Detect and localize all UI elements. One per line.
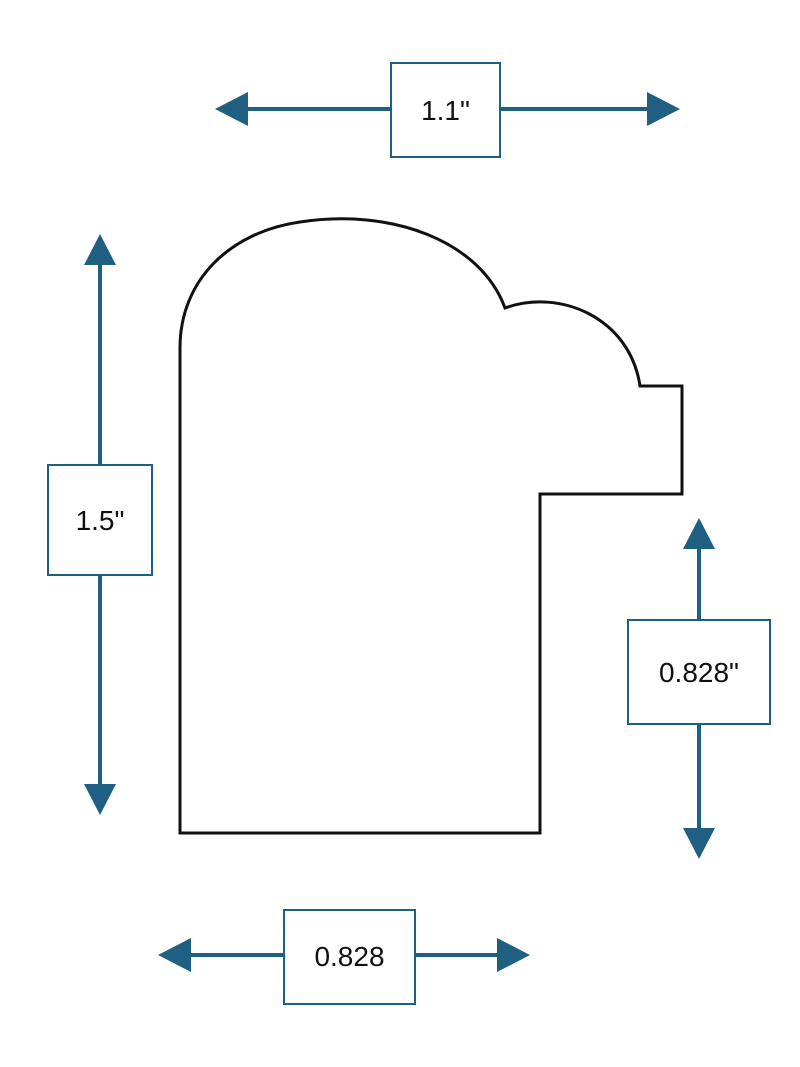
bottom-width-label: 0.828: [314, 941, 384, 972]
right-height-label-box: [627, 619, 771, 725]
bottom-width-label-box: [283, 909, 416, 1005]
right-height-label: 0.828": [659, 657, 739, 688]
top-width-arrow-left-icon: [215, 92, 248, 126]
left-height-dimension: 1.5": [47, 234, 153, 815]
bottom-width-arrow-left-icon: [158, 938, 191, 972]
right-height-dimension: 0.828": [627, 518, 771, 859]
top-width-label-box: [390, 62, 501, 158]
left-height-arrow-up-icon: [84, 234, 116, 265]
left-height-label-box: [47, 464, 153, 576]
right-height-arrow-up-icon: [683, 518, 715, 549]
bottom-width-dimension: 0.828: [158, 909, 530, 1005]
top-width-dimension: 1.1": [215, 62, 680, 158]
molding-profile-outline: [178, 217, 684, 835]
left-height-label: 1.5": [76, 505, 125, 536]
right-height-arrow-down-icon: [683, 828, 715, 859]
top-width-arrow-right-icon: [647, 92, 680, 126]
bottom-width-arrow-right-icon: [497, 938, 530, 972]
left-height-arrow-down-icon: [84, 784, 116, 815]
top-width-label: 1.1": [421, 95, 470, 126]
